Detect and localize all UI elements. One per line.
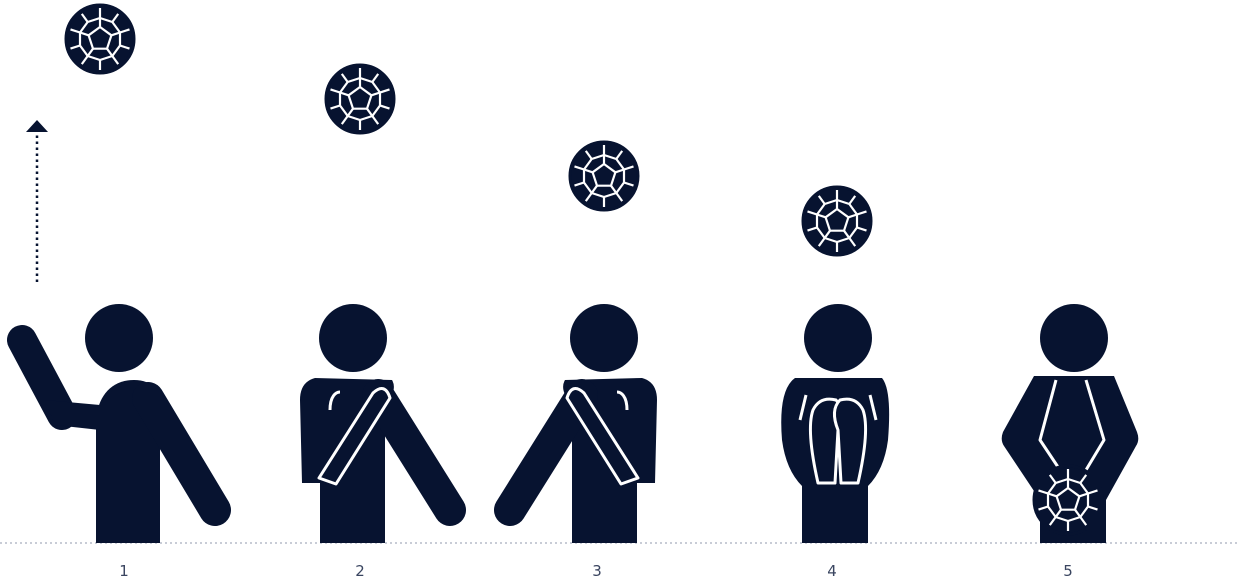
step-label: 3 <box>577 562 617 580</box>
ball-icon <box>803 187 871 255</box>
person-icon <box>22 304 215 543</box>
step-label: 4 <box>812 562 852 580</box>
step-label: 1 <box>104 562 144 580</box>
ball-icon <box>1034 466 1102 534</box>
step-label: 2 <box>340 562 380 580</box>
up-arrow-icon <box>26 120 48 282</box>
step-label: 5 <box>1048 562 1088 580</box>
ball-icon <box>570 142 638 210</box>
person-icon <box>300 304 450 543</box>
ball-icon <box>66 5 134 73</box>
person-icon <box>781 304 889 543</box>
ball-icon <box>326 65 394 133</box>
person-icon <box>510 304 657 543</box>
